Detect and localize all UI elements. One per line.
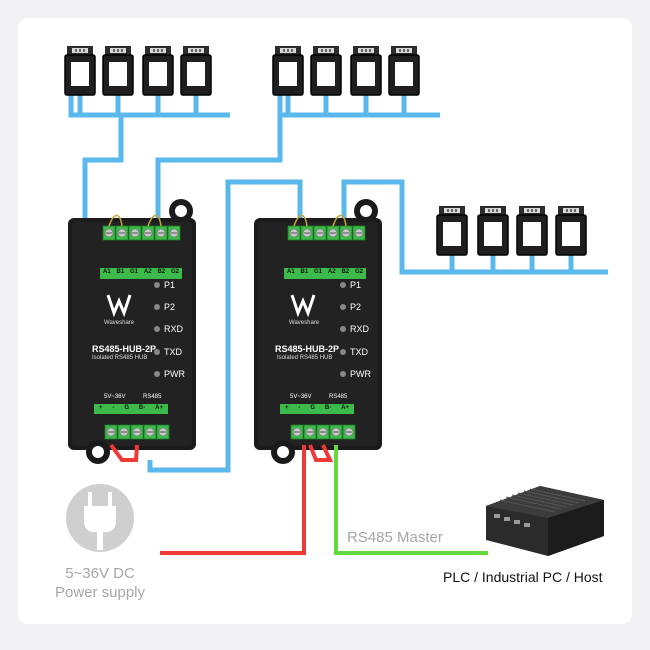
pin-label: A2: [143, 269, 152, 275]
hub-2-led-txd: TXD: [350, 347, 368, 357]
pin-label: B1: [300, 269, 309, 275]
power-supply-label: Power supply: [54, 584, 146, 601]
rs485-master-label: RS485 Master: [347, 529, 443, 546]
pin-label: B2: [157, 269, 166, 275]
hub-1-power-label: 5V~36V: [104, 394, 126, 400]
hub-2: [254, 199, 382, 464]
hub-2-led-p2: P2: [350, 302, 362, 312]
pin-label: -: [298, 405, 301, 411]
pin-label: G: [310, 405, 315, 411]
rs485-slave-device-icon: [516, 205, 548, 256]
rs485-slave-device-icon: [102, 45, 134, 96]
hub-1-led-pwr: PWR: [164, 369, 185, 379]
hub-2-subtitle: Isolated RS485 HUB: [277, 355, 333, 361]
hub-1-led-txd: TXD: [164, 347, 182, 357]
hub-1-subtitle: Isolated RS485 HUB: [92, 355, 148, 361]
rs485-slave-device-icon: [310, 45, 342, 96]
hub-2-led-rxd: RXD: [350, 324, 370, 334]
hub-1-led-rxd: RXD: [164, 324, 184, 334]
rs485-slave-device-icon: [272, 45, 304, 96]
industrial-pc-icon: [486, 486, 604, 556]
pin-label: -: [112, 405, 115, 411]
hub-2-rs485-label: RS485: [329, 394, 348, 400]
pin-label: G2: [355, 269, 364, 275]
rs485-slave-device-icon: [555, 205, 587, 256]
pin-label: G2: [171, 269, 180, 275]
hub-2-model: RS485-HUB-2P: [275, 344, 340, 354]
pin-label: A1: [286, 269, 295, 275]
hub-1-led-p2: P2: [164, 302, 176, 312]
hub-2-led-pwr: PWR: [350, 369, 371, 379]
pin-label: B-: [324, 405, 332, 411]
power-supply-caption: 5~36V DC Power supply: [40, 564, 160, 602]
pin-label: G: [124, 405, 129, 411]
hub-1-model: RS485-HUB-2P: [92, 344, 157, 354]
pin-label: G1: [130, 269, 139, 275]
rs485-slave-device-icon: [350, 45, 382, 96]
slave-devices-group-2: [272, 45, 420, 96]
host-label: PLC / Industrial PC / Host: [443, 569, 603, 585]
hub-1-bottom-pins: + - G B- A+: [94, 405, 168, 411]
rs485-slave-device-icon: [477, 205, 509, 256]
pin-label: A+: [155, 405, 164, 411]
hub-1: [68, 199, 196, 464]
slave-devices-group-3: [436, 205, 587, 256]
pin-label: A+: [341, 405, 350, 411]
power-voltage-label: 5~36V DC: [65, 565, 135, 582]
pin-label: A1: [102, 269, 111, 275]
pin-label: B2: [341, 269, 350, 275]
rs485-slave-device-icon: [436, 205, 468, 256]
hub-2-led-p1: P1: [350, 280, 362, 290]
slave-devices-group-1: [64, 45, 212, 96]
pin-label: B1: [116, 269, 125, 275]
power-plug-icon: [66, 484, 134, 552]
hub-2-brand: Waveshare: [289, 320, 320, 326]
hub-1-pin-labels: A1 B1 G1 A2 B2 G2: [100, 269, 182, 275]
rs485-slave-device-icon: [180, 45, 212, 96]
hub-1-led-p1: P1: [164, 280, 176, 290]
hub-1-brand: Waveshare: [104, 320, 135, 326]
pin-label: +: [98, 405, 103, 411]
pin-label: G1: [314, 269, 323, 275]
rs485-slave-device-icon: [388, 45, 420, 96]
pin-label: B-: [138, 405, 146, 411]
pin-label: A2: [327, 269, 336, 275]
rs485-slave-device-icon: [142, 45, 174, 96]
pin-label: +: [284, 405, 289, 411]
hub-1-rs485-label: RS485: [143, 394, 162, 400]
hub-2-bottom-pins: + - G B- A+: [280, 405, 354, 411]
hub-2-power-label: 5V~36V: [290, 394, 312, 400]
rs485-slave-device-icon: [64, 45, 96, 96]
hub-2-pin-labels: A1 B1 G1 A2 B2 G2: [284, 269, 366, 275]
